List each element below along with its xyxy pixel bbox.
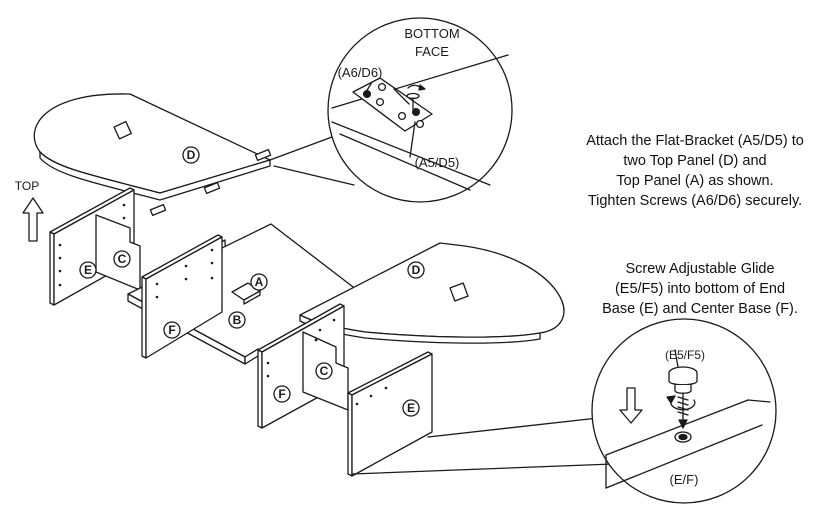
screw-icon (406, 84, 426, 110)
instruction-step-2: Screw Adjustable Glide (E5/F5) into bott… (575, 259, 825, 319)
part-badge-e-right: E (402, 399, 420, 417)
part-badge-f-right: F (273, 385, 291, 403)
instruction-step-1: Attach the Flat-Bracket (A5/D5) to two T… (560, 131, 830, 211)
svg-text:F: F (168, 323, 175, 337)
part-badge-c-right: C (315, 362, 333, 380)
instruction-line: Top Panel (A) as shown. (616, 173, 774, 189)
svg-text:E: E (84, 263, 92, 277)
grommet-hole (449, 282, 469, 302)
glide-e5-f5-label: (E5/F5) (665, 348, 705, 362)
down-arrow-icon (619, 387, 643, 424)
top-label: TOP (15, 179, 39, 193)
panel-holes (155, 248, 214, 299)
screw-a6-d6-label: (A6/D6) (338, 65, 383, 80)
bracket-a5-d5-label: (A5/D5) (415, 155, 460, 170)
part-badge-d-top-left: D (182, 146, 200, 164)
up-arrow-icon (22, 197, 44, 242)
instruction-line: Attach the Flat-Bracket (A5/D5) to (586, 133, 804, 149)
callout-leader-lines (269, 136, 355, 186)
svg-text:D: D (412, 263, 421, 277)
glide-callout (591, 318, 777, 504)
base-e-f-label: (E/F) (670, 472, 699, 487)
part-badge-f-left: F (163, 321, 181, 339)
instruction-line: Tighten Screws (A6/D6) securely. (587, 193, 803, 209)
bottom-face-label-line2: FACE (415, 44, 449, 59)
svg-text:C: C (320, 364, 329, 378)
instruction-line: Base (E) and Center Base (F). (602, 301, 798, 317)
part-badge-b: B (228, 311, 246, 329)
svg-text:F: F (278, 387, 285, 401)
bottom-face-label: BOTTOM (404, 26, 459, 41)
instruction-line: two Top Panel (D) and (623, 153, 767, 169)
bracket-screw-holes (362, 82, 425, 129)
svg-text:A: A (255, 275, 264, 289)
bottom-face-callout (327, 17, 513, 203)
svg-text:B: B (233, 313, 242, 327)
glide-leader-lines (351, 417, 614, 475)
svg-text:E: E (407, 401, 415, 415)
panel-holes (355, 386, 388, 406)
rotate-arrow-icon (666, 395, 696, 411)
end-base-e-right (347, 351, 433, 477)
top-panel-d-right (299, 242, 565, 344)
svg-text:C: C (118, 252, 127, 266)
part-badge-d-right: D (407, 261, 425, 279)
part-badge-c-left: C (113, 250, 131, 268)
instruction-line: (E5/F5) into bottom of End (614, 281, 786, 297)
instruction-line: Screw Adjustable Glide (625, 261, 775, 277)
part-badge-e-left: E (79, 261, 97, 279)
grommet-hole (113, 120, 132, 140)
part-badge-a: A (250, 273, 268, 291)
svg-text:D: D (187, 148, 196, 162)
top-panel-d-left (33, 93, 272, 217)
